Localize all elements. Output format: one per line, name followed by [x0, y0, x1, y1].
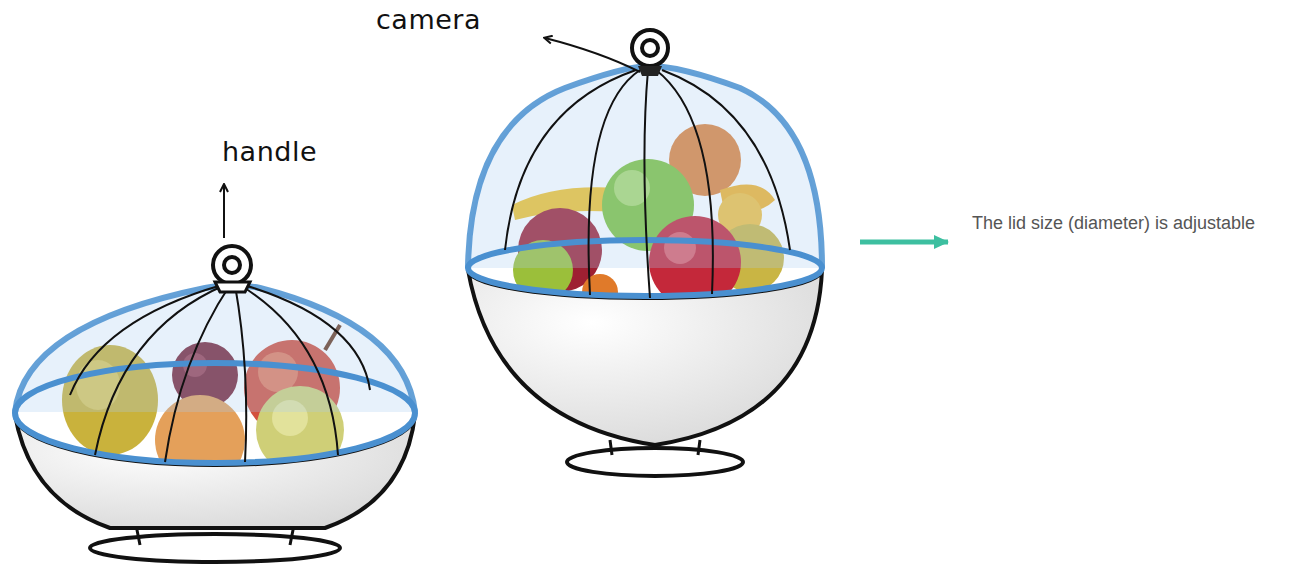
note-text: The lid size (diameter) is adjustable — [972, 212, 1262, 235]
bowl-body — [15, 415, 415, 528]
bowl-base — [567, 448, 743, 476]
camera-lens — [642, 40, 658, 56]
part-label: camera — [376, 4, 481, 35]
lid-rim — [15, 363, 415, 463]
handle-leader — [223, 185, 225, 238]
lid-outline — [15, 285, 415, 412]
handle-knob-inner — [224, 257, 240, 273]
part-label: handle — [222, 136, 317, 167]
callout-arrow — [860, 240, 948, 245]
lid-rim — [468, 240, 822, 296]
lid-ribs — [70, 285, 370, 462]
lid-ribs — [505, 70, 790, 298]
camera-mount — [638, 66, 662, 76]
camera-leader — [545, 38, 640, 72]
handle-neck — [215, 282, 250, 292]
left-bowl — [15, 185, 415, 562]
lid-dome — [15, 285, 415, 412]
bowl-base — [90, 534, 340, 562]
handle-knob — [213, 246, 251, 284]
camera-knob — [632, 30, 668, 66]
right-bowl — [468, 30, 822, 476]
